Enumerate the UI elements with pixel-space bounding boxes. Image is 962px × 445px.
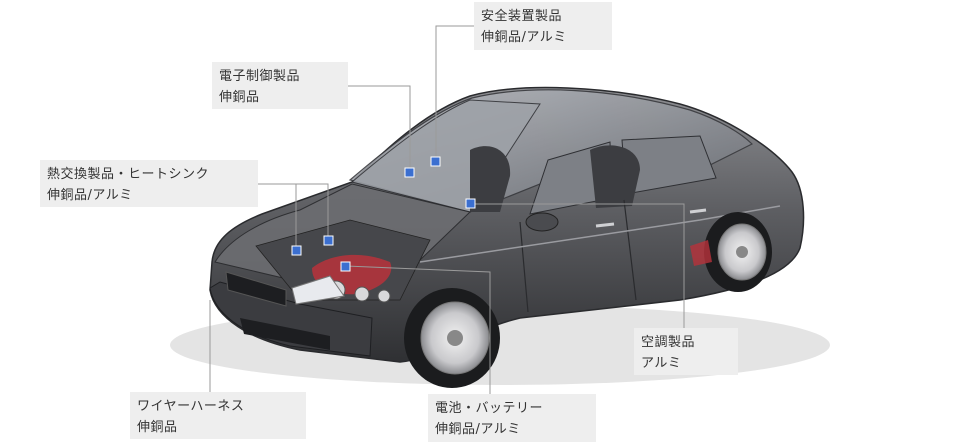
- callout-harness: ワイヤーハーネス 伸銅品: [130, 392, 306, 439]
- callout-heat-materials: 伸銅品/アルミ: [47, 188, 133, 203]
- leader-lines: [209, 25, 685, 394]
- rear-seat: [590, 145, 640, 208]
- rear-wheel: [704, 212, 772, 292]
- callout-safety: 安全装置製品 伸銅品/アルミ: [474, 2, 612, 50]
- leader-heat-2: [258, 183, 297, 250]
- callout-aircon-materials: アルミ: [641, 356, 682, 371]
- leader-aircon: [470, 203, 685, 350]
- front-grille: [225, 271, 287, 307]
- marker-battery: [340, 261, 351, 272]
- callout-safety-materials: 伸銅品/アルミ: [481, 30, 567, 45]
- marker-safety: [430, 156, 441, 167]
- door-seam-rear: [623, 199, 637, 301]
- leader-electronic: [348, 85, 411, 172]
- side-character-line: [419, 205, 781, 263]
- engine-pulley-2: [354, 286, 370, 302]
- windshield: [350, 99, 541, 213]
- marker-aircon: [465, 198, 476, 209]
- callout-battery-materials: 伸銅品/アルミ: [435, 422, 521, 437]
- callout-battery-category: 電池・バッテリー: [435, 401, 544, 416]
- marker-electronic: [404, 167, 415, 178]
- lower-grille: [240, 318, 330, 350]
- callout-aircon-category: 空調製品: [641, 335, 696, 350]
- callout-electronic: 電子制御製品 伸銅品: [212, 62, 348, 109]
- front-wheel: [404, 288, 500, 388]
- door-handle-rear: [689, 208, 707, 214]
- callout-safety-category: 安全装置製品: [481, 9, 563, 24]
- callout-heat: 熱交換製品・ヒートシンク 伸銅品/アルミ: [40, 160, 258, 207]
- callout-electronic-category: 電子制御製品: [219, 69, 301, 84]
- front-seat: [470, 146, 511, 212]
- engine-pulley-3: [377, 289, 391, 303]
- callout-harness-materials: 伸銅品: [137, 420, 178, 435]
- leader-battery: [345, 265, 491, 394]
- headlight: [291, 275, 345, 305]
- rear-suspension: [690, 240, 712, 266]
- door-handle-front: [595, 222, 615, 228]
- callout-electronic-materials: 伸銅品: [219, 90, 260, 105]
- marker-heat-2: [291, 245, 302, 256]
- leader-safety: [435, 25, 474, 160]
- callout-heat-category: 熱交換製品・ヒートシンク: [47, 167, 210, 182]
- callout-battery: 電池・バッテリー 伸銅品/アルミ: [428, 394, 596, 442]
- marker-heat: [323, 235, 334, 246]
- door-seam-front: [519, 221, 529, 313]
- callout-aircon: 空調製品 アルミ: [634, 328, 738, 375]
- side-mirror: [525, 212, 559, 232]
- part-markers: [291, 156, 476, 272]
- callout-harness-category: ワイヤーハーネス: [137, 399, 245, 414]
